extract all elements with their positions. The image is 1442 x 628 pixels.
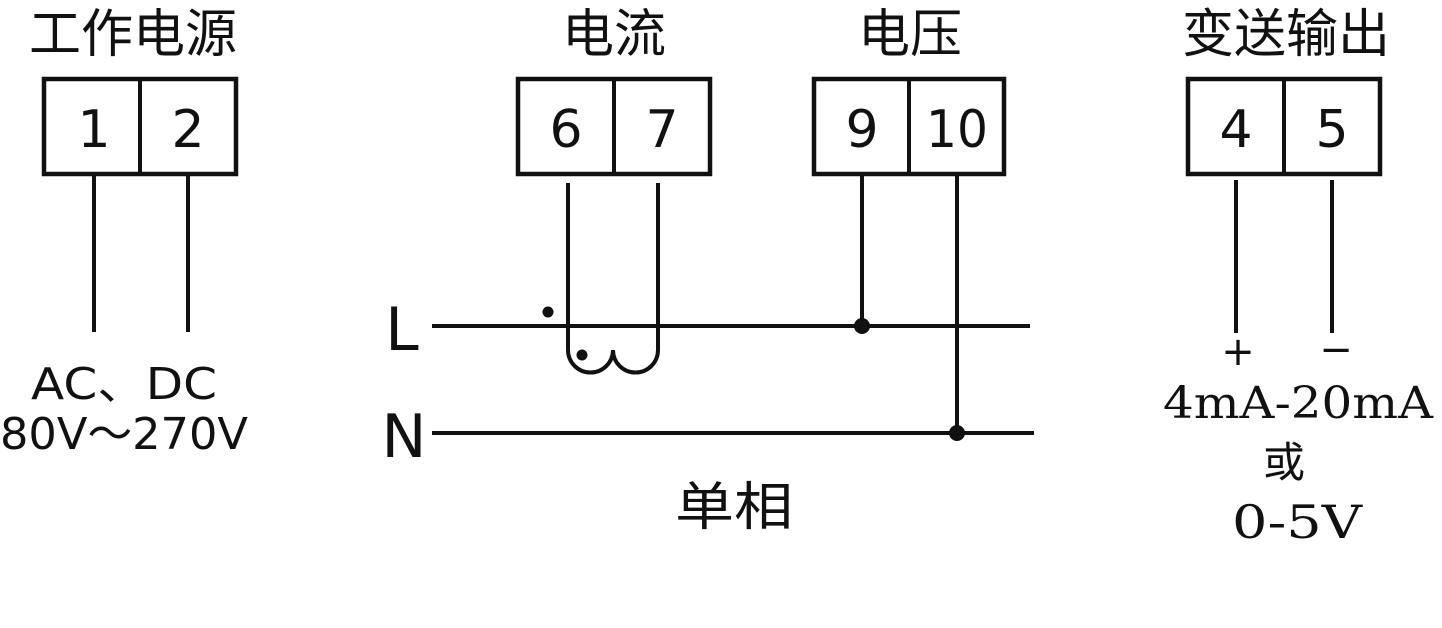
- phase-caption: 单相: [675, 478, 793, 538]
- power-title: 工作电源: [29, 5, 237, 65]
- junction-dot-live: [854, 318, 870, 334]
- output-or-text: 或: [1263, 438, 1305, 487]
- output-range-voltage: 0-5V: [1232, 495, 1363, 549]
- voltage-title: 电压: [858, 5, 962, 65]
- terminal-number: 7: [645, 100, 678, 160]
- output-negative-sign: −: [1319, 327, 1353, 373]
- live-label: L: [385, 295, 419, 365]
- output-title: 变送输出: [1182, 5, 1390, 65]
- terminal-number: 2: [171, 100, 204, 160]
- output-positive-sign: +: [1221, 329, 1255, 375]
- terminal-number: 10: [926, 100, 988, 160]
- terminal-number: 5: [1315, 100, 1348, 160]
- current-title: 电流: [562, 5, 666, 65]
- terminal-number: 4: [1219, 100, 1252, 160]
- power-spec-range: 80V～270V: [0, 409, 248, 460]
- current-transformer-loop: [566, 183, 660, 375]
- output-range-current: 4mA-20mA: [1163, 378, 1434, 429]
- terminal-number: 6: [549, 100, 582, 160]
- power-spec-type: AC、DC: [31, 359, 217, 410]
- terminal-number: 9: [845, 100, 878, 160]
- neutral-label: N: [382, 402, 427, 472]
- polarity-dot-primary: [542, 306, 554, 318]
- polarity-dot-secondary: [576, 349, 588, 361]
- terminal-number: 1: [77, 100, 110, 160]
- junction-dot-neutral: [949, 425, 965, 441]
